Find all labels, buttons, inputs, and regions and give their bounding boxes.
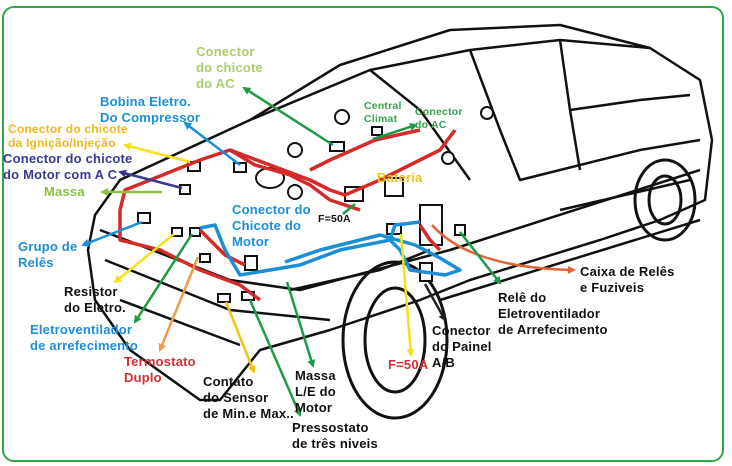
diagram-frame bbox=[2, 6, 724, 462]
label-bateria: Bateria bbox=[377, 170, 423, 185]
arrow-bobina bbox=[183, 121, 241, 166]
arrow-motor-ac bbox=[118, 169, 183, 190]
arrow-ignicao bbox=[123, 142, 191, 164]
arrow-grupo-reles bbox=[81, 220, 143, 247]
arrow-pressostato bbox=[248, 299, 302, 417]
arrow-fuse-top bbox=[342, 203, 356, 215]
arrow-caixa-reles bbox=[431, 224, 576, 274]
car-body-outline bbox=[86, 23, 714, 402]
arrow-contato bbox=[224, 301, 256, 374]
label-massa: Massa bbox=[44, 184, 85, 199]
arrow-conector-ac-top bbox=[242, 86, 334, 147]
rear-wheel bbox=[633, 158, 697, 242]
arrow-termostato bbox=[158, 256, 200, 352]
arrow-conector-ac-right bbox=[372, 123, 418, 141]
label-bobina: Bobina Eletro.Do Compressor bbox=[100, 94, 201, 125]
arrow-massa-le bbox=[285, 281, 316, 368]
blue-wiring bbox=[199, 220, 462, 277]
arrow-eletroventilador bbox=[133, 233, 194, 324]
arrow-rele bbox=[459, 231, 502, 285]
callout-arrows bbox=[81, 86, 576, 417]
label-fuse-bottom: F=50A bbox=[388, 357, 429, 372]
arrow-resistor bbox=[113, 233, 175, 284]
arrow-conector-painel bbox=[423, 283, 447, 322]
arrow-fuse-bottom bbox=[399, 233, 415, 357]
front-wheel bbox=[341, 260, 449, 420]
label-fuse-top: F=50A bbox=[318, 213, 351, 225]
red-wiring bbox=[118, 128, 457, 302]
